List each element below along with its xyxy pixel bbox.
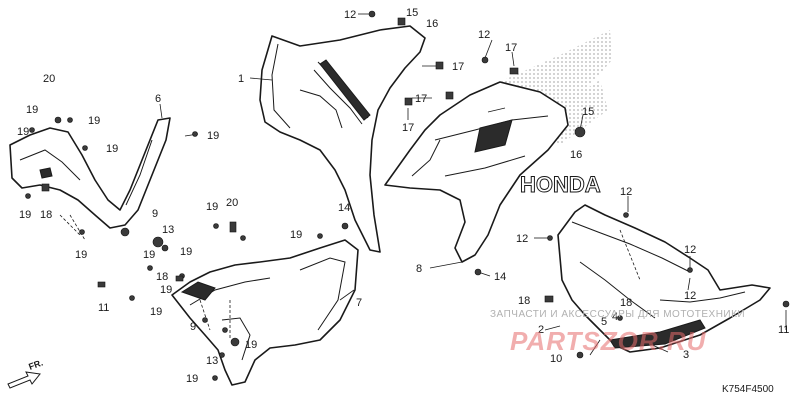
svg-text:HONDA: HONDA [520, 172, 601, 197]
callout-19: 19 [207, 130, 219, 142]
callout-15: 15 [406, 7, 418, 19]
callout-2: 2 [538, 324, 544, 336]
callout-19: 19 [150, 306, 162, 318]
callout-19: 19 [206, 201, 218, 213]
callout-8: 8 [416, 263, 422, 275]
callout-20: 20 [43, 73, 55, 85]
callout-12: 12 [516, 233, 528, 245]
callout-12: 12 [478, 29, 490, 41]
callout-13: 13 [162, 224, 174, 236]
callout-19: 19 [17, 126, 29, 138]
callout-19: 19 [245, 339, 257, 351]
callout-5: 5 [601, 316, 607, 328]
callout-20: 20 [226, 197, 238, 209]
honda-logo: HONDA [520, 172, 602, 198]
direction-label: FR. [27, 358, 44, 372]
callout-18: 18 [620, 297, 632, 309]
callout-12: 12 [620, 186, 632, 198]
callout-19: 19 [26, 104, 38, 116]
callout-18: 18 [156, 271, 168, 283]
callout-12: 12 [344, 9, 356, 21]
side-cowl-part[interactable]: HONDA [384, 81, 602, 263]
callout-18: 18 [518, 295, 530, 307]
callout-17: 17 [505, 42, 517, 54]
front-direction-icon: FR. [7, 358, 44, 389]
callout-15: 15 [582, 106, 594, 118]
diagram-code: K754F4500 [722, 384, 774, 395]
callout-19: 19 [19, 209, 31, 221]
callout-1: 1 [238, 73, 244, 85]
callout-19: 19 [106, 143, 118, 155]
callout-9: 9 [152, 208, 158, 220]
watermark: ЗАПЧАСТИ И АКСЕССУАРЫ ДЛЯ МОТОТЕХНИКИ PA… [490, 309, 745, 356]
callout-6: 6 [155, 93, 161, 105]
callout-9: 9 [190, 321, 196, 333]
callout-16: 16 [570, 149, 582, 161]
callout-19: 19 [186, 373, 198, 385]
callouts: 12 15 16 1 17 12 17 17 17 15 16 20 19 19… [17, 7, 789, 385]
watermark-line2: PARTSZOR.RU [510, 326, 707, 356]
callout-19: 19 [160, 284, 172, 296]
callout-19: 19 [143, 249, 155, 261]
upper-cowl-part[interactable] [259, 25, 426, 253]
callout-10: 10 [550, 353, 562, 365]
callout-3: 3 [683, 349, 689, 361]
callout-16: 16 [426, 18, 438, 30]
callout-19: 19 [75, 249, 87, 261]
callout-17: 17 [415, 93, 427, 105]
inner-panel-lower-part[interactable] [171, 239, 359, 386]
watermark-line1: ЗАПЧАСТИ И АКСЕССУАРЫ ДЛЯ МОТОТЕХНИКИ [490, 309, 745, 320]
callout-19: 19 [180, 246, 192, 258]
callout-4: 4 [612, 311, 618, 323]
inner-panel-left-part[interactable] [9, 117, 171, 229]
callout-14: 14 [494, 271, 506, 283]
callout-14: 14 [338, 202, 350, 214]
callout-11: 11 [778, 324, 789, 336]
lower-cowl-part[interactable] [557, 204, 771, 353]
callout-17: 17 [452, 61, 464, 73]
callout-13: 13 [206, 355, 218, 367]
callout-19: 19 [88, 115, 100, 127]
fasteners [25, 10, 790, 381]
callout-12: 12 [684, 290, 696, 302]
callout-7: 7 [356, 297, 362, 309]
callout-12: 12 [684, 244, 696, 256]
callout-18: 18 [40, 209, 52, 221]
callout-19: 19 [290, 229, 302, 241]
callout-11: 11 [98, 302, 109, 314]
callout-17: 17 [402, 122, 414, 134]
